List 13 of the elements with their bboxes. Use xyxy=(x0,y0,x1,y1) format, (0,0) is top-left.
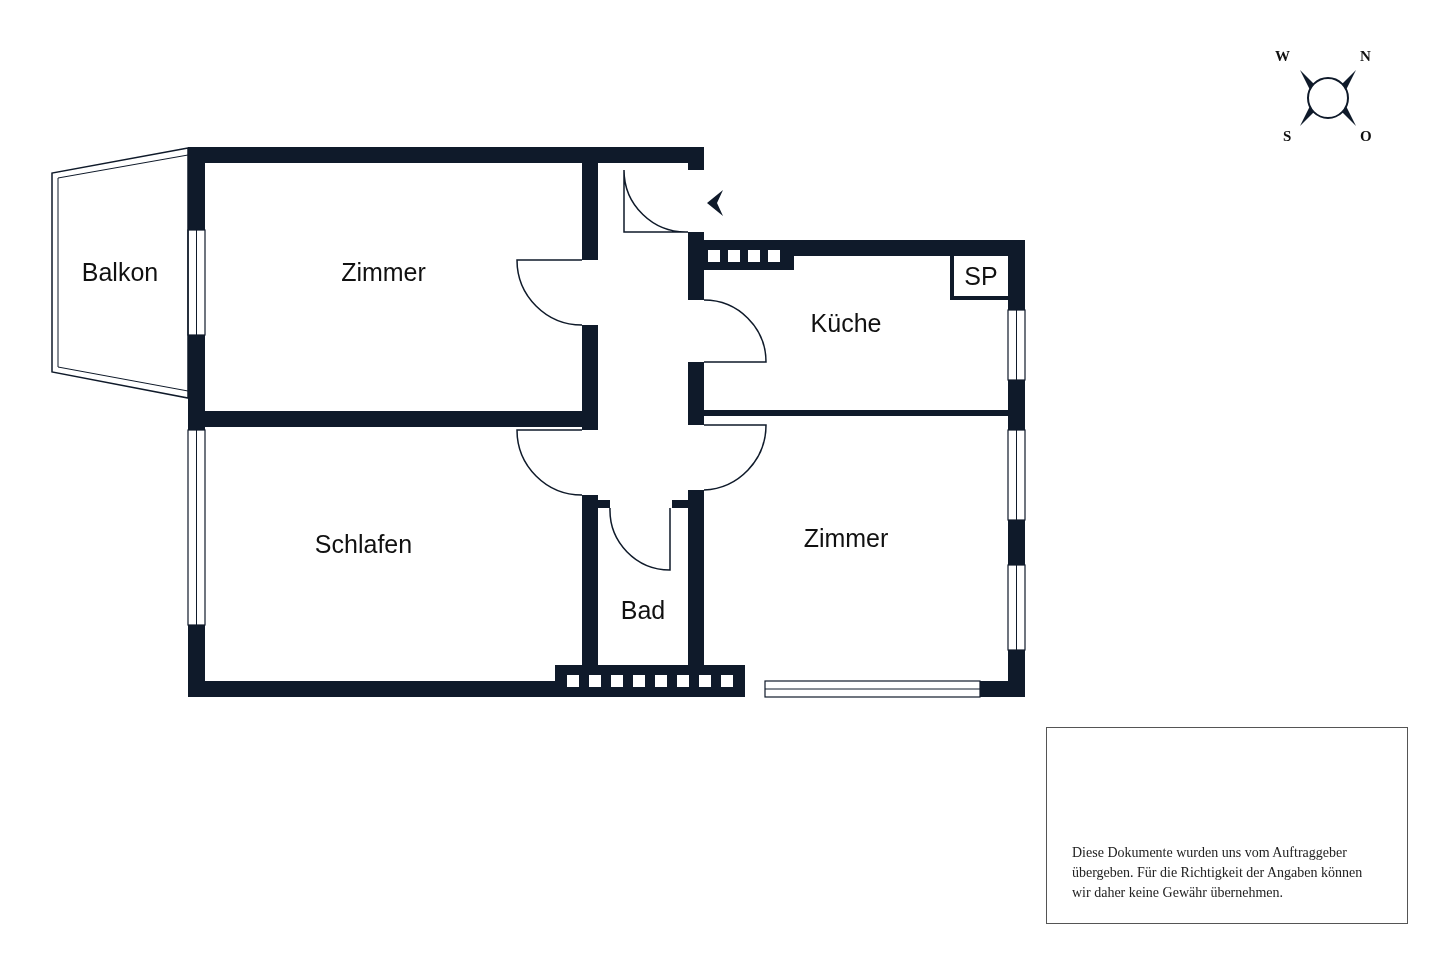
compass-letter: O xyxy=(1360,128,1372,145)
room-name: Zimmer xyxy=(341,257,426,287)
storage-closet: SP xyxy=(950,256,1008,300)
room-name: Küche xyxy=(810,308,882,338)
room-name: Zimmer xyxy=(803,524,889,553)
compass-letter: S xyxy=(1283,128,1292,145)
room-name: Schlafen xyxy=(314,529,413,559)
room-name: Bad xyxy=(620,595,666,625)
compass-letter: N xyxy=(1360,48,1371,65)
disclaimer-text: Diese Dokumente wurden uns vom Auftraggeber übergeben. Für die Richtigkeit der Angaben können wir daher keine Gewähr übernehmen. xyxy=(1072,844,1364,902)
compass-letter: W xyxy=(1275,48,1290,65)
disclaimer-panel xyxy=(1046,727,1408,924)
room-name: Balkon xyxy=(81,258,159,287)
